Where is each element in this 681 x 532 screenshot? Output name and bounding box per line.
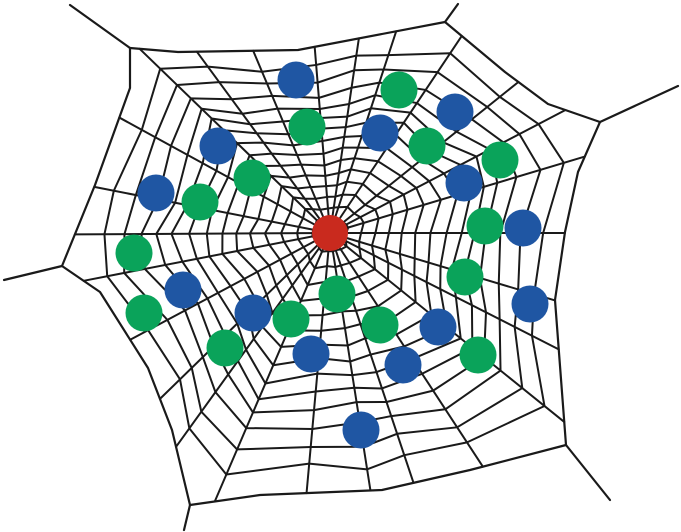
green-node bbox=[460, 337, 497, 374]
green-node bbox=[273, 301, 310, 338]
green-node bbox=[467, 208, 504, 245]
blue-node bbox=[505, 210, 542, 247]
green-node bbox=[362, 307, 399, 344]
blue-node bbox=[512, 286, 549, 323]
anchor-thread bbox=[184, 505, 190, 530]
anchor-thread bbox=[566, 445, 610, 500]
blue-node bbox=[165, 272, 202, 309]
green-node bbox=[381, 72, 418, 109]
green-node bbox=[319, 276, 356, 313]
green-node bbox=[126, 295, 163, 332]
blue-node bbox=[420, 309, 457, 346]
anchor-thread bbox=[445, 4, 458, 22]
blue-node bbox=[278, 62, 315, 99]
blue-node bbox=[293, 336, 330, 373]
blue-node bbox=[385, 347, 422, 384]
green-node bbox=[182, 184, 219, 221]
blue-node bbox=[437, 94, 474, 131]
green-node bbox=[289, 109, 326, 146]
blue-node bbox=[235, 295, 272, 332]
blue-node bbox=[138, 175, 175, 212]
blue-node bbox=[343, 412, 380, 449]
web-lines bbox=[4, 4, 678, 530]
blue-node bbox=[362, 115, 399, 152]
green-node bbox=[116, 235, 153, 272]
anchor-thread bbox=[600, 86, 678, 122]
green-node bbox=[409, 128, 446, 165]
anchor-thread bbox=[4, 266, 62, 280]
green-node bbox=[447, 259, 484, 296]
green-node bbox=[207, 330, 244, 367]
green-node bbox=[234, 160, 271, 197]
web-ring bbox=[124, 70, 540, 450]
center-node bbox=[312, 215, 348, 251]
anchor-thread bbox=[70, 5, 130, 48]
web-spoke bbox=[75, 233, 330, 234]
blue-node bbox=[200, 128, 237, 165]
green-node bbox=[482, 142, 519, 179]
blue-node bbox=[446, 165, 483, 202]
